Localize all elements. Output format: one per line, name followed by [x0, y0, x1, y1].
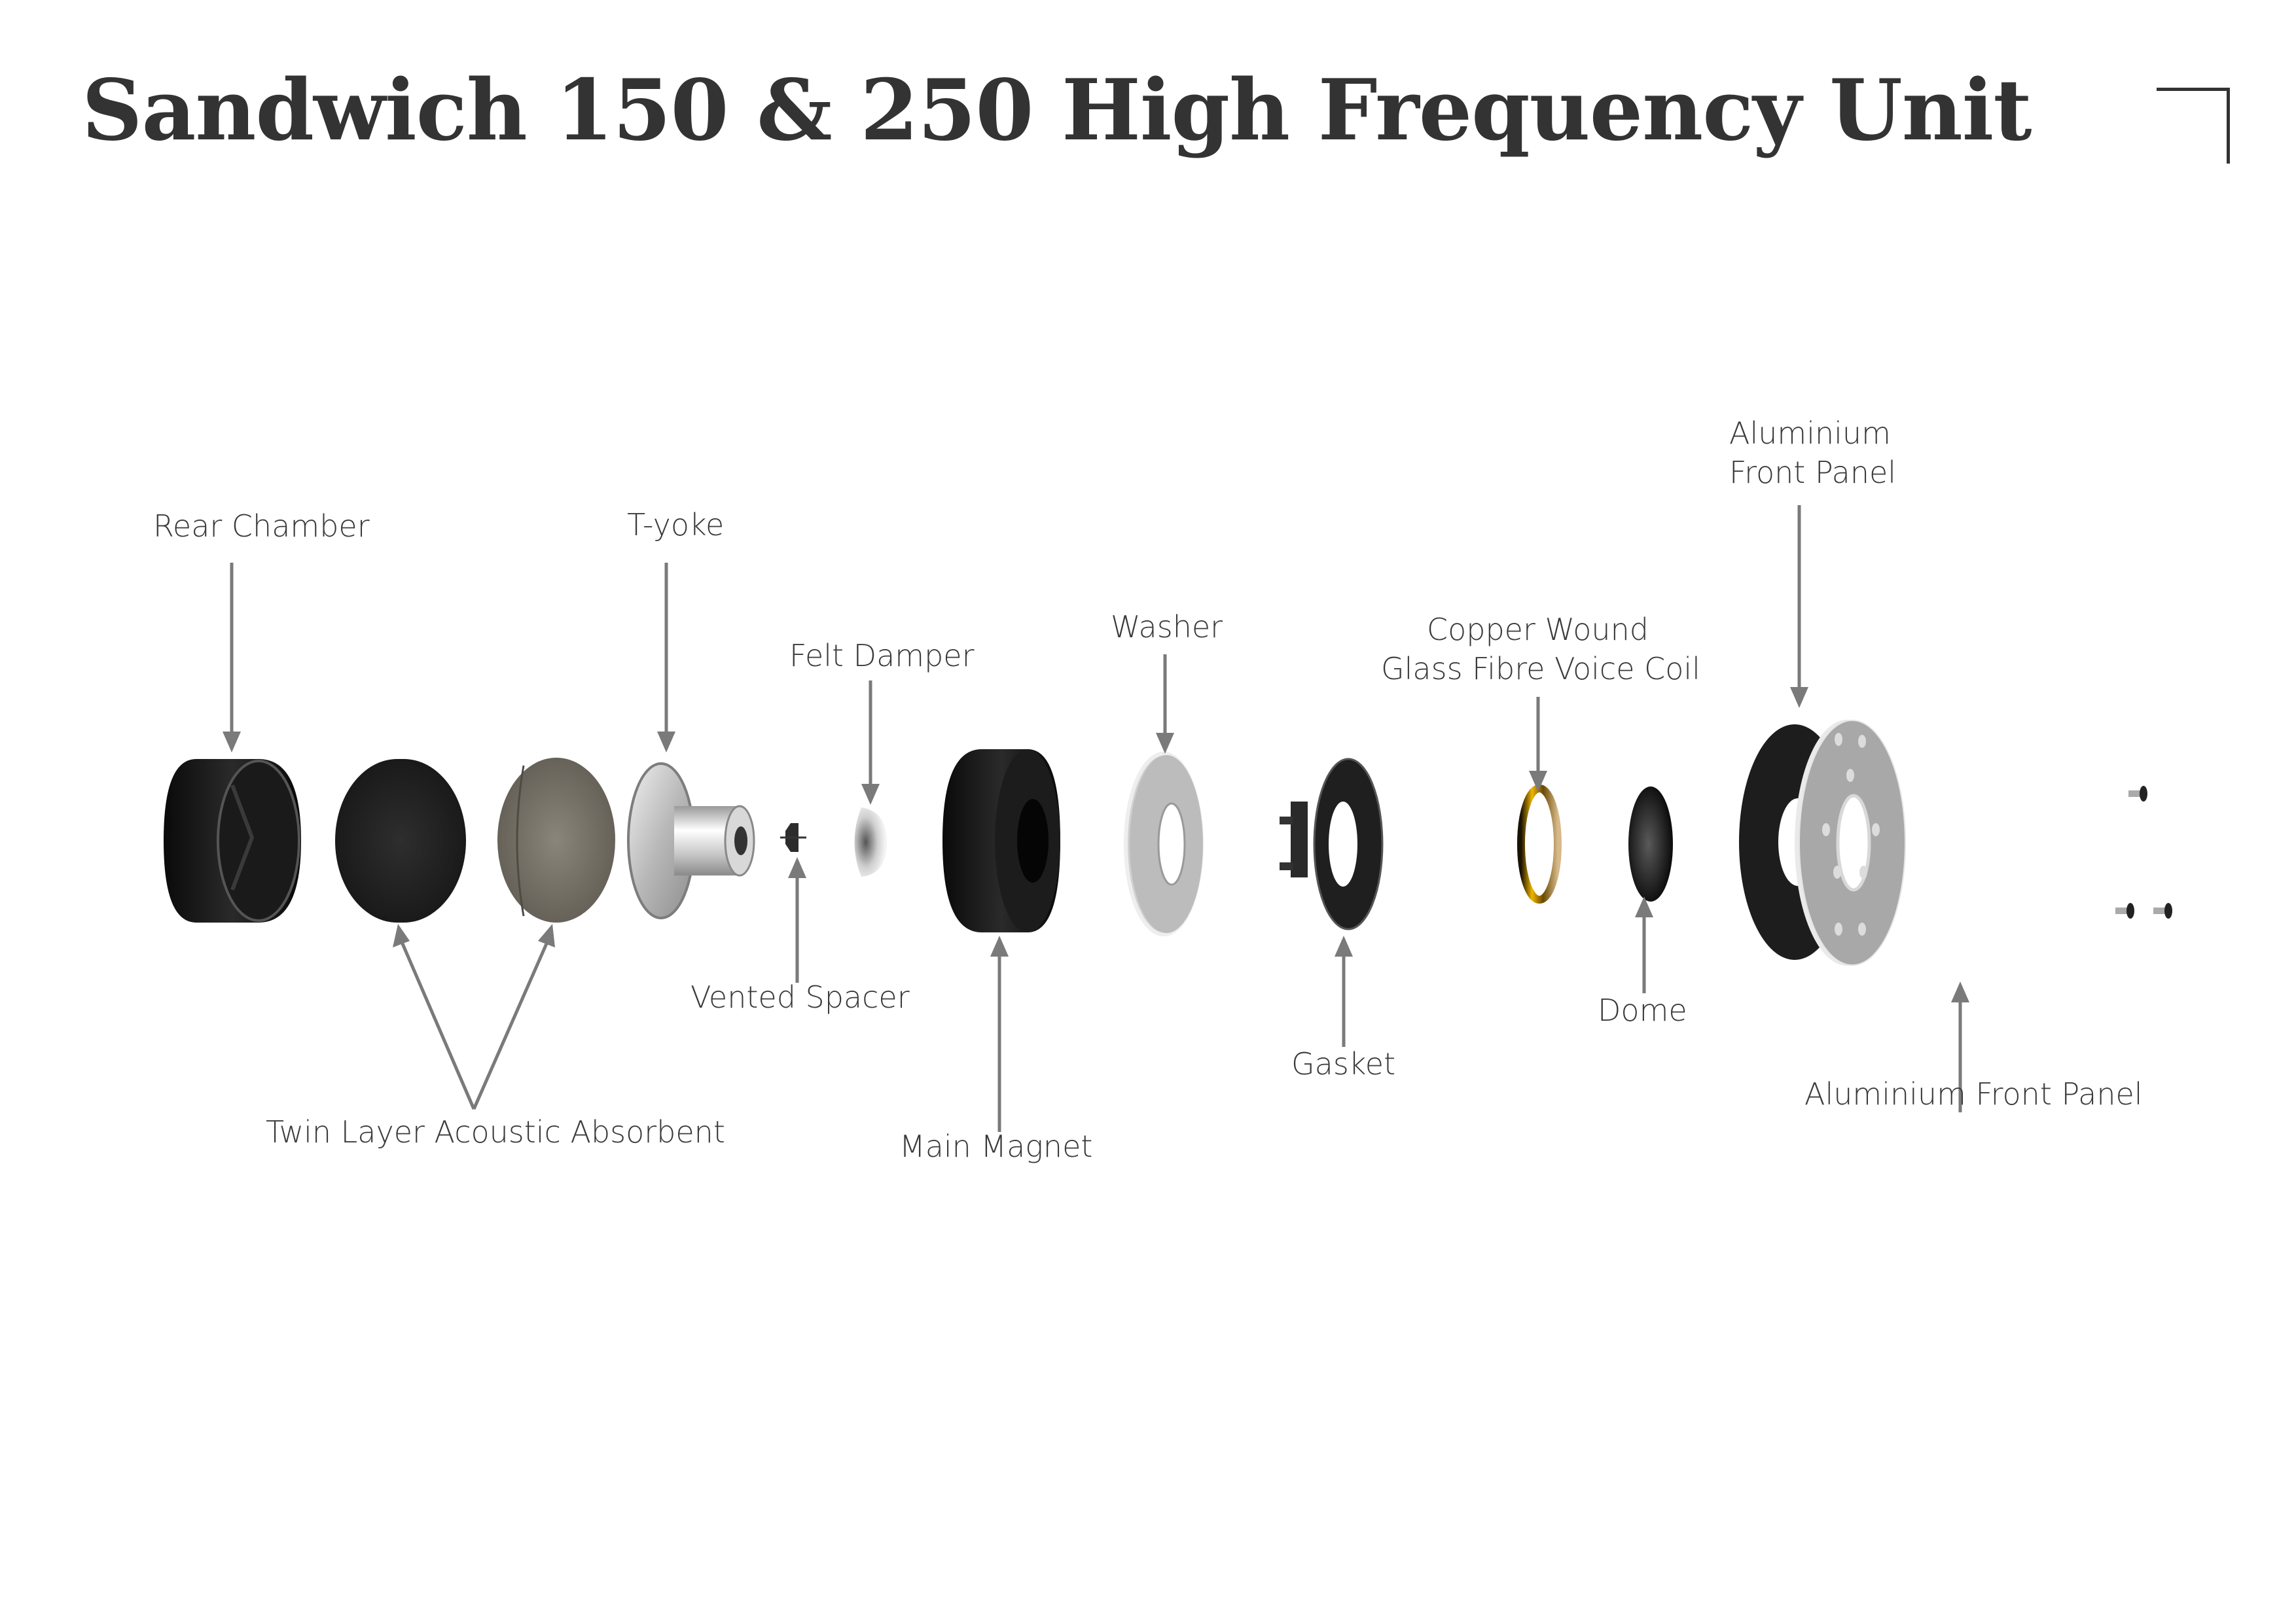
leader-lines — [223, 505, 1969, 1132]
label-rear-chamber: Rear Chamber — [153, 508, 370, 544]
page-title: Sandwich 150 & 250 High Frequency Unit — [82, 62, 2032, 160]
label-gasket: Gasket — [1291, 1046, 1395, 1082]
t-yoke-part — [627, 762, 755, 919]
label-aluminium-bottom: Aluminium Front Panel — [1804, 1076, 2143, 1112]
front-panel-part — [1795, 720, 1906, 966]
label-twin-layer: Twin Layer Acoustic Absorbent — [266, 1114, 725, 1150]
absorbent-black-part — [335, 759, 466, 923]
gasket-part — [1280, 758, 1384, 930]
screw-1 — [2128, 786, 2147, 802]
voice-coil-part — [1517, 785, 1562, 904]
label-voice-coil-line2: Glass Fibre Voice Coil — [1381, 651, 1700, 686]
label-dome: Dome — [1598, 993, 1687, 1028]
labels: Rear Chamber T-yoke Felt Damper Washer C… — [153, 415, 2143, 1164]
label-aluminium-top-line2: Front Panel — [1729, 455, 1896, 490]
washer-part — [1124, 752, 1204, 936]
corner-crop-mark — [2157, 88, 2230, 164]
absorbent-grey-part — [497, 758, 615, 923]
label-washer: Washer — [1111, 609, 1223, 644]
main-magnet-part — [942, 749, 1060, 932]
dome-part — [1628, 786, 1673, 902]
label-aluminium-top-line1: Aluminium — [1729, 415, 1891, 451]
vented-spacer-part — [780, 823, 806, 852]
label-felt-damper: Felt Damper — [789, 638, 975, 673]
felt-damper-part — [854, 807, 887, 877]
screw-2 — [2115, 903, 2134, 919]
label-main-magnet: Main Magnet — [899, 1129, 1092, 1164]
label-vented-spacer: Vented Spacer — [691, 980, 910, 1015]
rear-chamber-part — [164, 759, 301, 923]
screw-3 — [2153, 903, 2172, 919]
label-t-yoke: T-yoke — [627, 507, 724, 542]
screws-part — [2115, 786, 2172, 919]
label-voice-coil-line1: Copper Wound — [1427, 612, 1649, 647]
